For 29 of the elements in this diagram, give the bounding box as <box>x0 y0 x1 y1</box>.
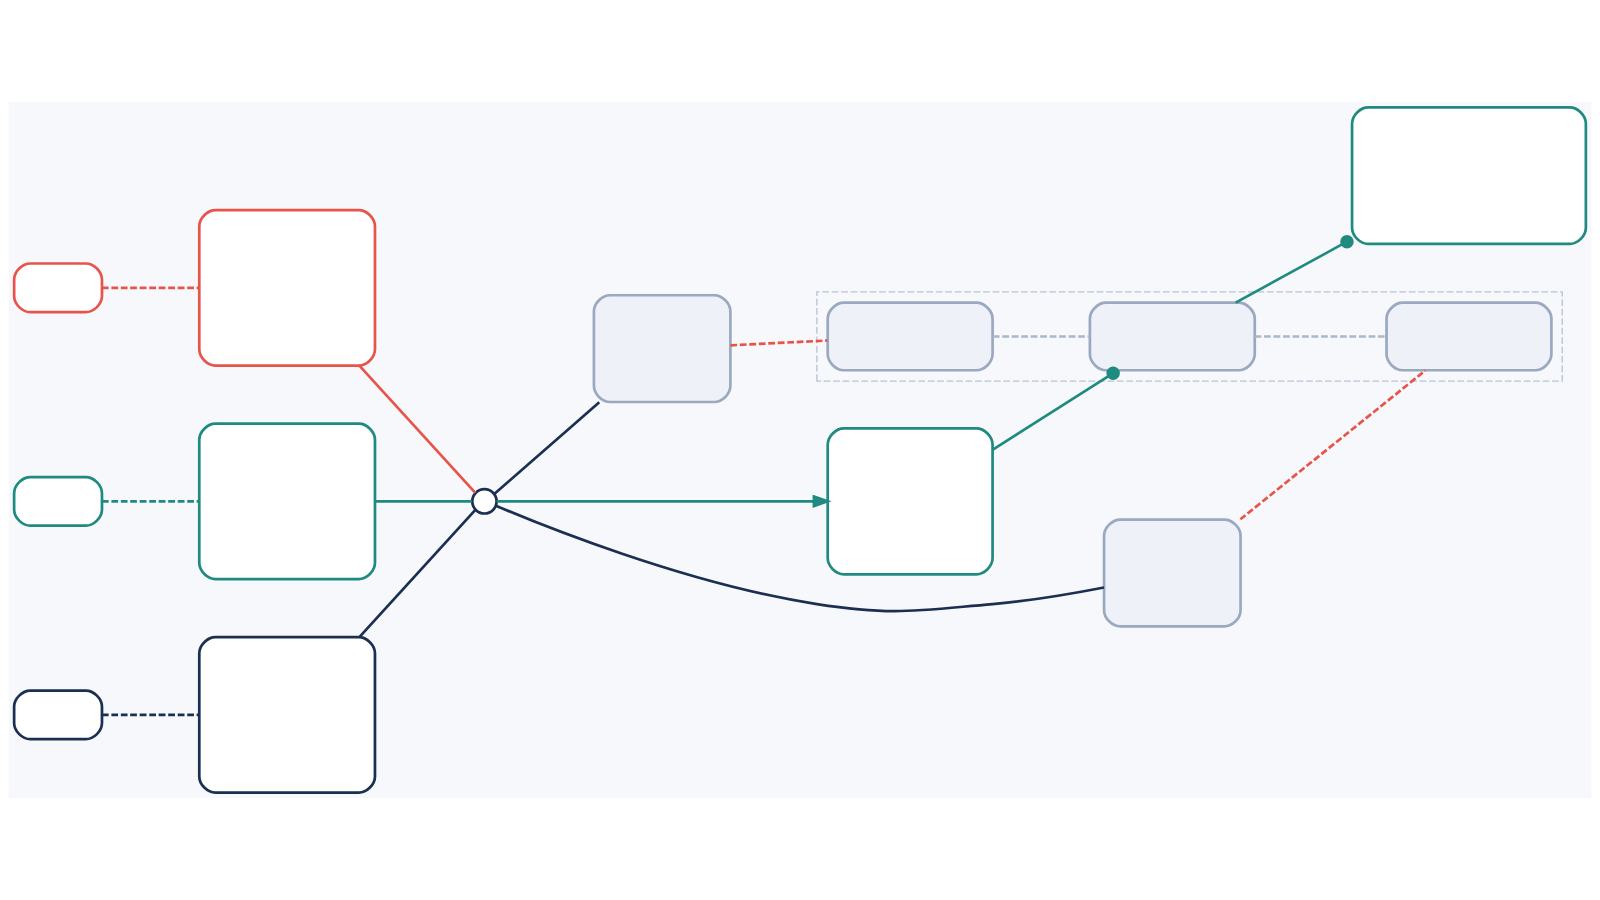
node-box <box>12 475 104 528</box>
connector <box>102 286 199 290</box>
node-box <box>1350 106 1588 246</box>
connector <box>358 508 477 638</box>
node-box <box>197 208 377 367</box>
connector <box>992 335 1090 338</box>
connector <box>102 500 199 503</box>
node-box <box>12 689 104 741</box>
node-circle <box>470 487 498 515</box>
node-box <box>12 262 104 314</box>
connector <box>730 339 828 347</box>
connector <box>358 365 477 494</box>
connector <box>1239 369 1427 521</box>
connector <box>375 500 472 503</box>
node-box <box>1102 518 1242 628</box>
connector <box>102 713 199 717</box>
node-box <box>826 301 994 372</box>
connector <box>992 366 1120 451</box>
connector <box>493 401 601 495</box>
node-box <box>592 293 732 404</box>
node-box <box>197 635 377 794</box>
node-box <box>197 422 377 581</box>
connector <box>1254 335 1387 338</box>
node-box <box>826 427 994 576</box>
connector <box>1235 234 1354 304</box>
arrow <box>496 494 832 508</box>
node-box <box>1385 301 1553 372</box>
connector <box>495 504 1105 613</box>
node-box <box>1088 301 1257 372</box>
